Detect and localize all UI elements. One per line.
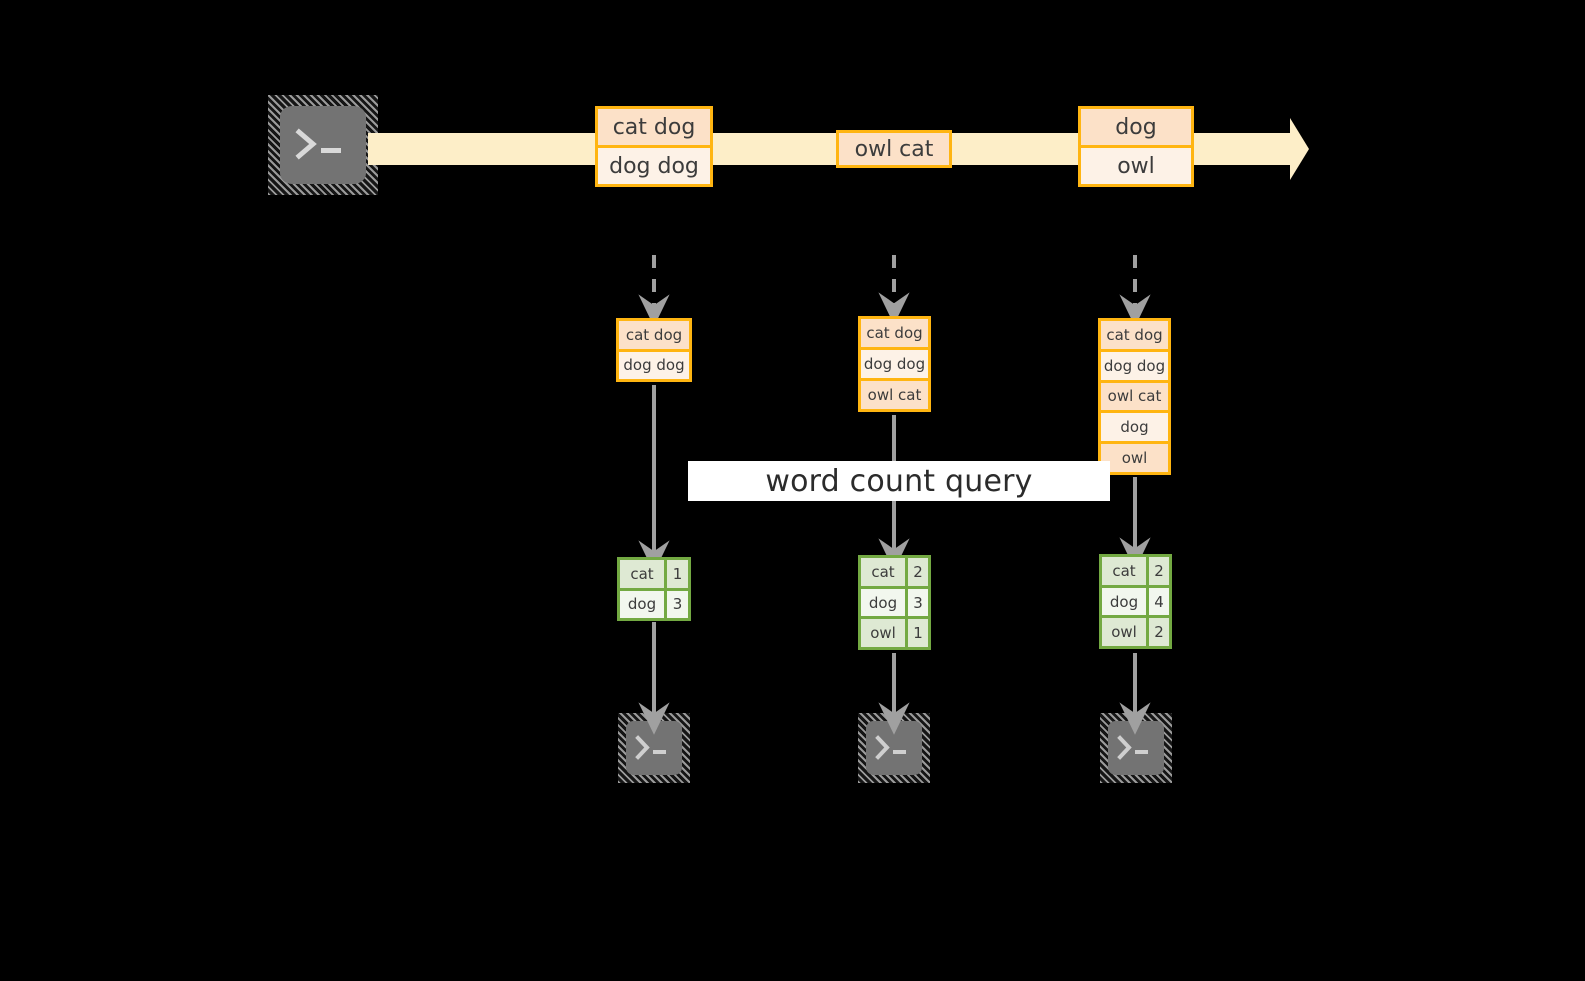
input-line: owl cat — [1101, 379, 1168, 411]
input-line: dog dog — [619, 348, 689, 379]
terminal-screen — [280, 106, 366, 184]
stream-batch-2[interactable]: owl cat — [836, 130, 952, 168]
query-label-text: word count query — [765, 463, 1033, 499]
terminal-prompt-glyph — [635, 735, 666, 760]
count-cell: 1 — [664, 560, 688, 588]
input-line: owl cat — [861, 378, 928, 409]
snapshot-2-count-table[interactable]: cat 2 dog 3 owl 1 — [858, 555, 931, 650]
stream-line: dog — [1081, 109, 1191, 145]
stream-line: dog dog — [598, 145, 710, 184]
snapshot-1-count-table[interactable]: cat 1 dog 3 — [617, 557, 691, 621]
input-line: dog — [1101, 410, 1168, 442]
word-cell: dog — [861, 588, 905, 617]
count-cell: 1 — [905, 619, 928, 648]
stream-batch-3[interactable]: dog owl — [1078, 106, 1194, 187]
terminal-prompt-glyph — [295, 128, 341, 160]
table-row[interactable]: cat 2 — [1102, 557, 1169, 585]
input-line: dog dog — [1101, 348, 1168, 380]
table-row[interactable]: owl 2 — [1102, 615, 1169, 647]
table-row[interactable]: dog 3 — [861, 585, 928, 617]
terminal-prompt-glyph — [875, 735, 906, 760]
stream-batch-1[interactable]: cat dog dog dog — [595, 106, 713, 187]
input-line: owl — [1101, 441, 1168, 472]
stream-line: owl — [1081, 145, 1191, 184]
word-cell: cat — [861, 558, 905, 586]
input-line: cat dog — [1101, 321, 1168, 349]
count-cell: 3 — [664, 590, 688, 618]
count-cell: 2 — [1146, 557, 1169, 585]
snapshot-2-input-stack[interactable]: cat dog dog dog owl cat — [858, 316, 931, 412]
word-cell: dog — [620, 590, 664, 618]
input-line: dog dog — [861, 347, 928, 378]
word-cell: owl — [861, 619, 905, 648]
table-row[interactable]: dog 4 — [1102, 584, 1169, 616]
terminal-prompt-glyph — [1117, 735, 1148, 760]
word-cell: dog — [1102, 587, 1146, 616]
word-cell: owl — [1102, 618, 1146, 647]
stream-line: cat dog — [598, 109, 710, 145]
word-cell: cat — [1102, 557, 1146, 585]
snapshot-3-input-stack[interactable]: cat dog dog dog owl cat dog owl — [1098, 318, 1171, 475]
snapshot-3-count-table[interactable]: cat 2 dog 4 owl 2 — [1099, 554, 1172, 649]
input-line: cat dog — [619, 321, 689, 349]
table-row[interactable]: dog 3 — [620, 587, 688, 618]
table-row[interactable]: cat 2 — [861, 558, 928, 586]
count-cell: 3 — [905, 588, 928, 617]
input-line: cat dog — [861, 319, 928, 347]
snapshot-1-input-stack[interactable]: cat dog dog dog — [616, 318, 692, 382]
count-cell: 2 — [1146, 618, 1169, 647]
word-cell: cat — [620, 560, 664, 588]
table-row[interactable]: owl 1 — [861, 616, 928, 648]
table-row[interactable]: cat 1 — [620, 560, 688, 588]
event-stream-arrowhead — [1290, 118, 1309, 180]
count-cell: 4 — [1146, 587, 1169, 616]
query-label: word count query — [688, 461, 1110, 501]
stream-line: owl cat — [839, 133, 949, 165]
count-cell: 2 — [905, 558, 928, 586]
source-terminal-icon — [268, 95, 378, 195]
